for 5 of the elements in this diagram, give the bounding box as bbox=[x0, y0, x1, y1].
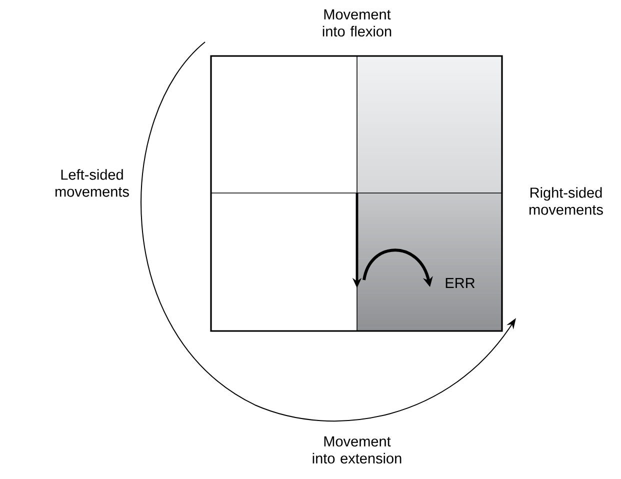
label: ERR bbox=[446, 278, 475, 288]
label: Movement into extension bbox=[312, 436, 402, 464]
label: Left-sided movements bbox=[56, 169, 129, 197]
label: Movement into flexion bbox=[322, 9, 392, 37]
label: Right-sided movements bbox=[529, 187, 603, 215]
